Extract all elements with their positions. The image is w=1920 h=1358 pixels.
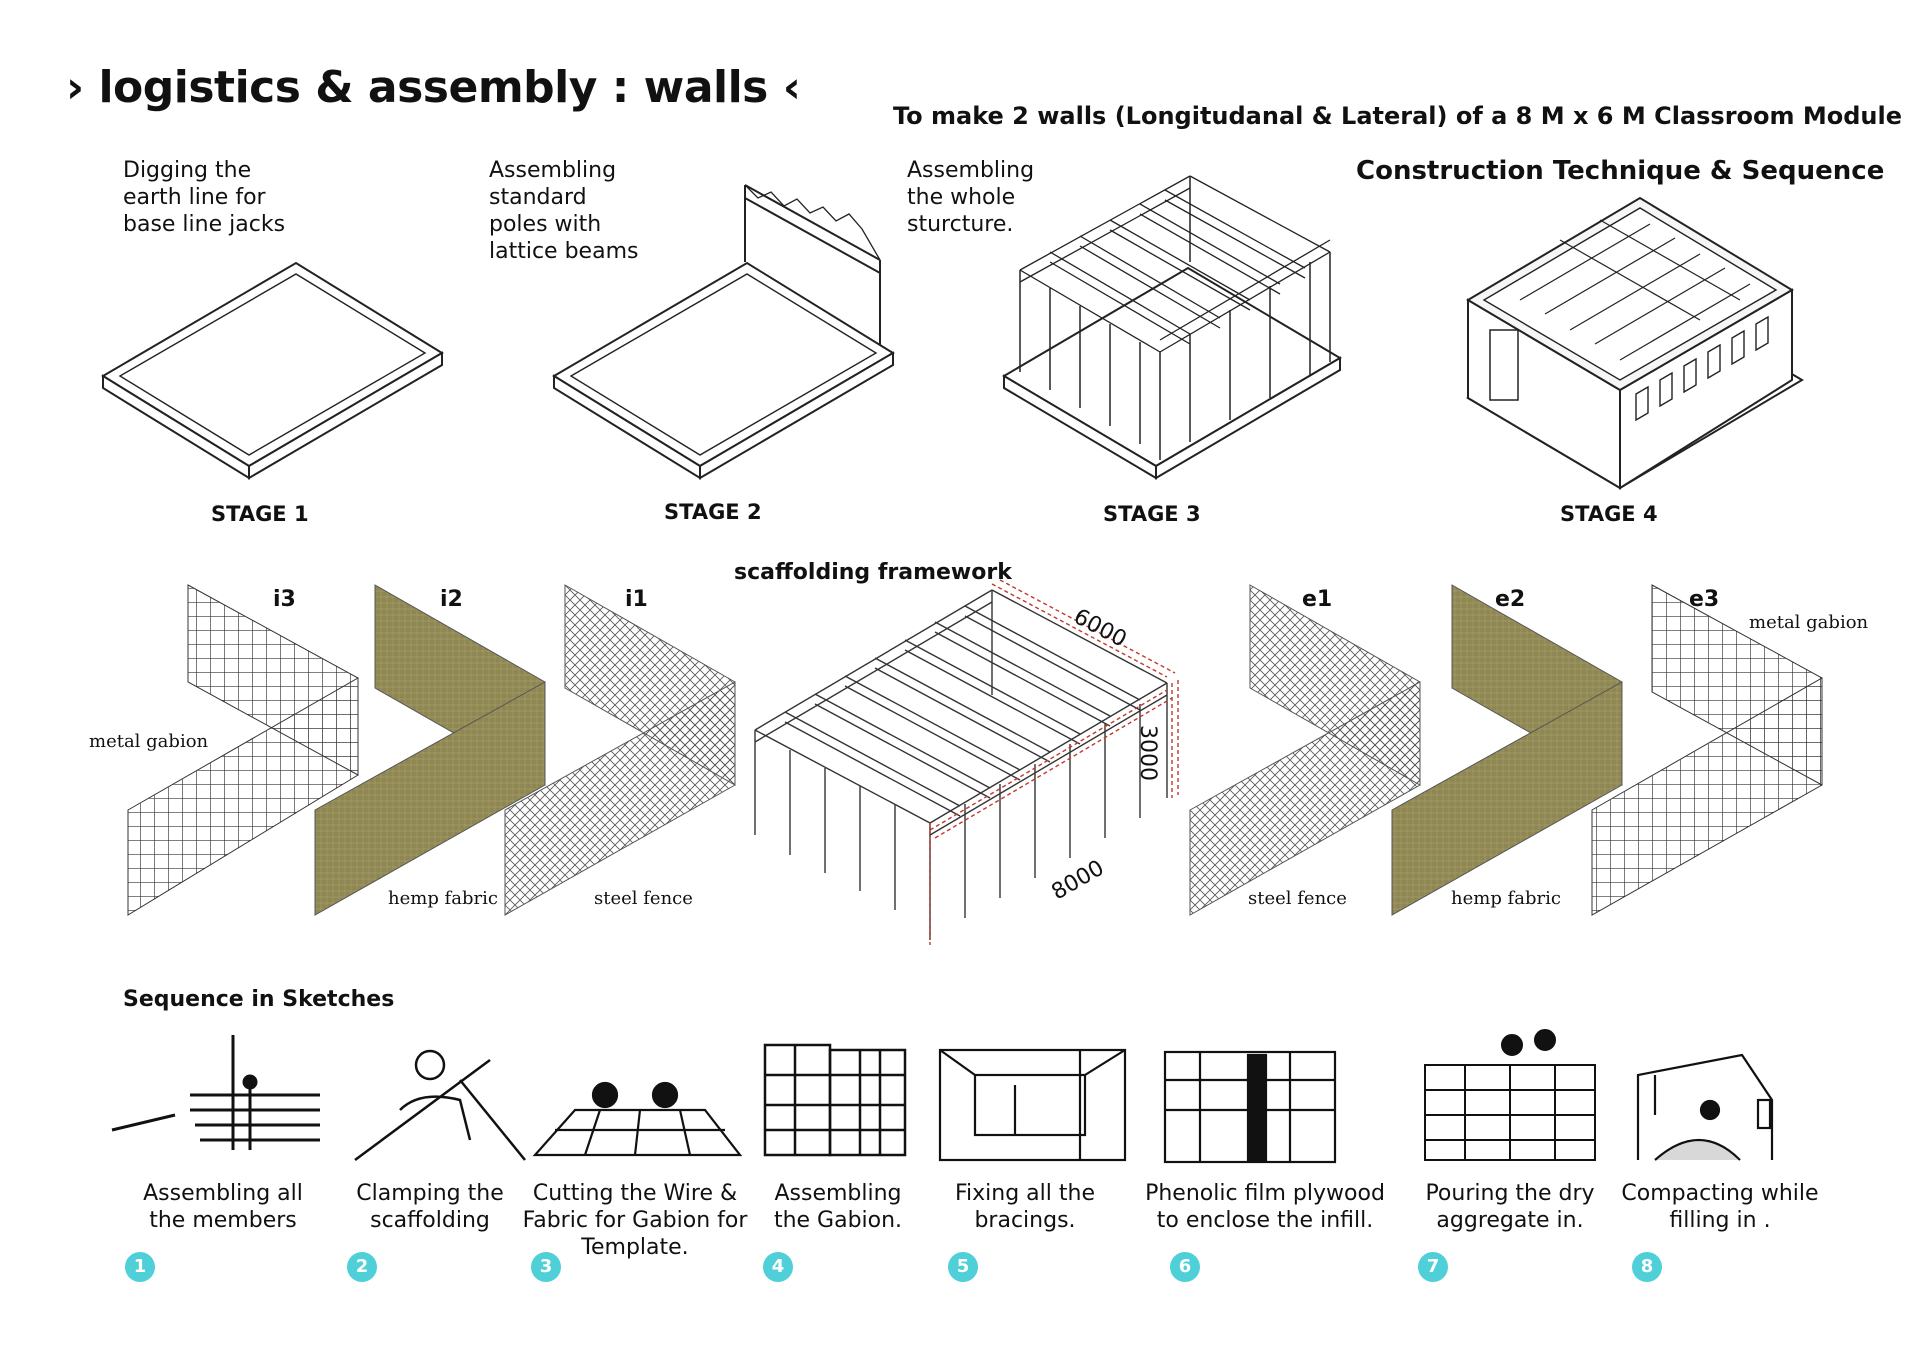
sketch-7-pouring xyxy=(1424,1029,1596,1161)
stage-1-drawing xyxy=(101,261,444,480)
technique-title: Construction Technique & Sequence xyxy=(1356,156,1885,186)
step-2-caption: Clamping the scaffolding xyxy=(356,1181,504,1233)
panel-e3-label: e3 xyxy=(1689,587,1720,612)
sketch-1-assembling-members xyxy=(111,1035,320,1150)
sketch-8-compacting xyxy=(1636,1053,1774,1161)
panel-e1-steel-fence xyxy=(1189,584,1421,916)
stage-3-drawing xyxy=(1002,175,1342,480)
scaffolding-title: scaffolding framework xyxy=(734,560,1012,585)
e2-material-label: hemp fabric xyxy=(1451,888,1561,909)
step-3-number: 3 xyxy=(531,1252,561,1282)
panel-i3-label: i3 xyxy=(273,587,296,612)
stage-3-label: STAGE 3 xyxy=(1103,502,1201,526)
sketch-4-gabion xyxy=(763,1043,907,1157)
stage-4-drawing xyxy=(1466,196,1804,490)
sketch-2-clamping xyxy=(354,1049,526,1162)
i1-material-label: steel fence xyxy=(594,888,693,909)
panel-i1-steel-fence xyxy=(504,584,736,916)
panel-i2-label: i2 xyxy=(440,587,463,612)
sequence-title: Sequence in Sketches xyxy=(123,987,395,1012)
stage-2-drawing xyxy=(552,184,895,480)
step-3-caption: Cutting the Wire & Fabric for Gabion for… xyxy=(522,1181,748,1260)
page-title: › logistics & assembly : walls ‹ xyxy=(66,62,801,113)
step-2-number: 2 xyxy=(347,1252,377,1282)
i3-material-label: metal gabion xyxy=(89,731,209,752)
e1-material-label: steel fence xyxy=(1248,888,1347,909)
stage-4-label: STAGE 4 xyxy=(1560,502,1658,526)
step-7-number: 7 xyxy=(1418,1252,1448,1282)
page-subtitle: To make 2 walls (Longitudanal & Lateral)… xyxy=(893,102,1903,130)
panel-e1-label: e1 xyxy=(1302,587,1333,612)
scaffolding-dimension-lines xyxy=(929,579,1179,945)
stage-1-label: STAGE 1 xyxy=(211,502,309,526)
stage-2-description: Assembling standard poles with lattice b… xyxy=(489,158,639,264)
step-5-caption: Fixing all the bracings. xyxy=(954,1181,1095,1233)
scaffolding-framework-drawing xyxy=(754,589,1168,940)
step-7-caption: Pouring the dry aggregate in. xyxy=(1425,1181,1595,1233)
step-1-number: 1 xyxy=(125,1252,155,1282)
stage-3-description: Assembling the whole sturcture. xyxy=(907,158,1035,237)
panel-e3-metal-gabion xyxy=(1591,584,1823,916)
step-1-caption: Assembling all the members xyxy=(143,1181,303,1233)
sketch-6-plywood xyxy=(1163,1050,1337,1164)
panel-e2-hemp-fabric xyxy=(1391,584,1623,916)
step-6-number: 6 xyxy=(1170,1252,1200,1282)
step-8-number: 8 xyxy=(1632,1252,1662,1282)
step-4-caption: Assembling the Gabion. xyxy=(773,1181,903,1233)
panel-i2-hemp-fabric xyxy=(314,584,546,916)
i2-material-label: hemp fabric xyxy=(388,888,498,909)
step-8-caption: Compacting while filling in . xyxy=(1621,1181,1819,1233)
stage-2-label: STAGE 2 xyxy=(664,500,762,524)
panel-e2-label: e2 xyxy=(1495,587,1526,612)
sketch-5-bracings xyxy=(938,1048,1127,1162)
step-5-number: 5 xyxy=(948,1252,978,1282)
panel-i1-label: i1 xyxy=(625,587,648,612)
dimension-height-label: 3000 xyxy=(1135,725,1160,781)
stage-1-description: Digging the earth line for base line jac… xyxy=(123,158,286,237)
panel-i3-metal-gabion xyxy=(127,584,359,916)
step-6-caption: Phenolic film plywood to enclose the inf… xyxy=(1145,1181,1385,1233)
sketch-3-cutting xyxy=(532,1081,743,1157)
step-4-number: 4 xyxy=(763,1252,793,1282)
e3-material-label: metal gabion xyxy=(1749,612,1869,633)
